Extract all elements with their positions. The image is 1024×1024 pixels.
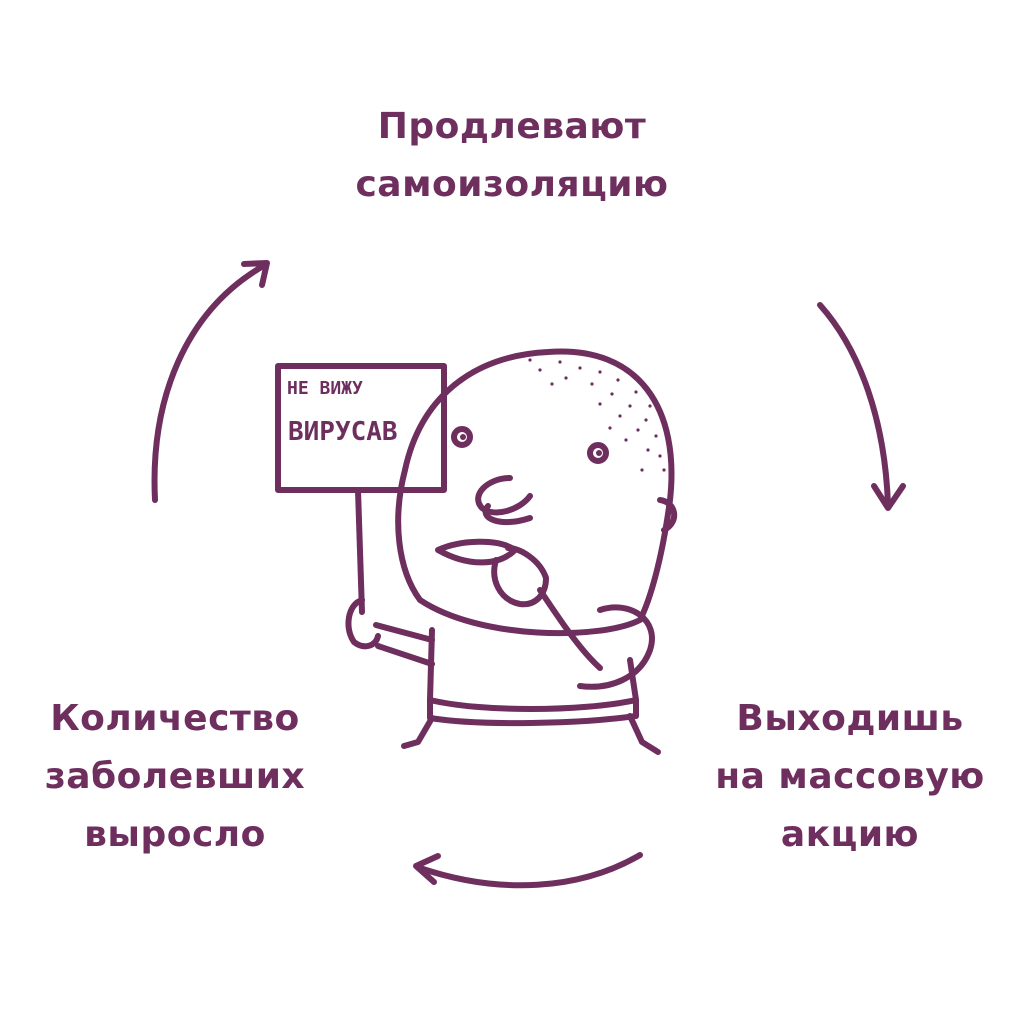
holding-hand xyxy=(345,597,381,650)
ear xyxy=(657,497,677,533)
step-left-line-1: Количество xyxy=(50,698,300,739)
step-top-line-1: Продлевают xyxy=(377,106,647,147)
step-left-line-2: заболевших xyxy=(44,756,306,797)
step-left-line-3: выросло xyxy=(84,814,266,855)
left-pupil xyxy=(460,434,466,440)
torso xyxy=(427,627,639,712)
arrow-bottom-left-icon xyxy=(413,852,643,889)
right-elbow xyxy=(577,604,655,690)
mouth xyxy=(435,538,518,566)
arrow-left-up-icon xyxy=(151,260,270,503)
left-arm xyxy=(373,622,435,667)
head-stubble xyxy=(528,358,666,472)
right-forearm xyxy=(537,587,603,671)
sign-stick xyxy=(355,487,365,615)
right-eye xyxy=(587,442,609,464)
head xyxy=(395,348,675,637)
chin-hand xyxy=(491,545,549,608)
waistband xyxy=(427,697,639,727)
step-right-line-3: акцию xyxy=(780,814,920,855)
arrow-top-right-down-icon xyxy=(817,302,906,511)
left-leg xyxy=(401,715,435,749)
sign-text-line-2: ВИРУСАВ xyxy=(288,417,398,447)
step-extend-self-isolation: Продлевают самоизоляцию xyxy=(312,98,712,214)
step-right-line-1: Выходишь xyxy=(736,698,964,739)
step-go-to-mass-event: Выходишь на массовую акцию xyxy=(690,690,1010,864)
step-right-line-2: на массовую xyxy=(715,756,985,797)
step-cases-increased: Количество заболевших выросло xyxy=(20,690,330,864)
step-top-line-2: самоизоляцию xyxy=(355,164,669,205)
sign-text-line-1: НЕ ВИЖУ xyxy=(287,378,363,399)
left-eye xyxy=(451,426,473,448)
nose xyxy=(475,475,533,525)
right-pupil xyxy=(596,450,602,456)
right-leg xyxy=(627,713,661,755)
character-holding-sign-icon: НЕ ВИЖУ ВИРУСАВ xyxy=(275,348,677,755)
